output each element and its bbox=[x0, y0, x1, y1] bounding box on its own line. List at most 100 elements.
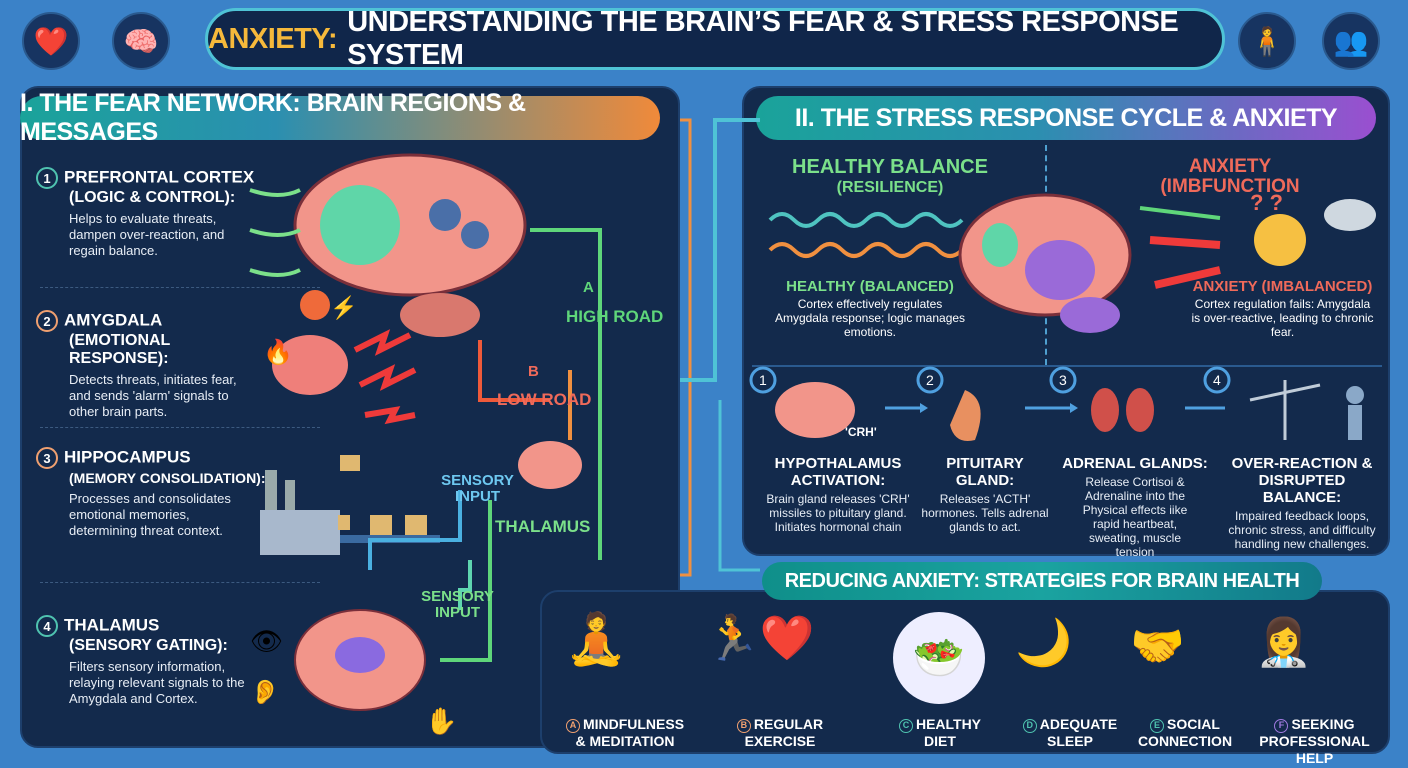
meditation-icon: 🧘 bbox=[565, 611, 628, 667]
brain-icon: 🧠 bbox=[112, 12, 170, 70]
food-plate-icon: 🥗 bbox=[893, 612, 985, 704]
crh-tag: 'CRH' bbox=[845, 425, 877, 439]
step-title: OVER-REACTION & DISRUPTED BALANCE: bbox=[1231, 455, 1373, 506]
strategy-letter: A bbox=[565, 718, 580, 733]
region-number: 3 bbox=[36, 447, 58, 469]
step-desc: Brain gland releases 'CRH' missiles to p… bbox=[766, 492, 910, 534]
strategy-line2: EXERCISE bbox=[744, 733, 816, 749]
region-sub: (SENSORY GATING): bbox=[69, 637, 228, 654]
healthy-heading: HEALTHY BALANCE bbox=[792, 156, 988, 178]
svg-text:🔥: 🔥 bbox=[263, 338, 293, 366]
region-name: THALAMUS bbox=[64, 615, 160, 635]
region-name: HIPPOCAMPUS bbox=[64, 447, 191, 467]
moon-clock-icon: 🌙 bbox=[1015, 616, 1073, 668]
region-desc: Processes and consolidates emotional mem… bbox=[69, 491, 231, 538]
region-sub: (LOGIC & CONTROL): bbox=[69, 189, 236, 206]
step-desc: Release Cortisoi & Adrenaline into the P… bbox=[1082, 475, 1188, 559]
anxiety-heading: ANXIETY (IMBFUNCTION bbox=[1160, 156, 1300, 197]
calming-arrows-icon bbox=[249, 188, 301, 277]
running-heart-icon: 🏃❤️ bbox=[705, 614, 815, 663]
sensory-input-label-1: SENSORY INPUT bbox=[441, 472, 514, 505]
fear-network-illustration: 🔥⚡ 👁👂✋ bbox=[249, 153, 602, 736]
strategy-letter: E bbox=[1150, 718, 1165, 733]
step-desc: Releases 'ACTH' hormones. Tells adrenal … bbox=[921, 492, 1049, 534]
scale-imbalance-icon bbox=[1249, 380, 1321, 440]
healthy-desc: Cortex effectively regulates Amygdala re… bbox=[774, 297, 966, 339]
healthy-label: HEALTHY (BALANCED) bbox=[786, 278, 954, 295]
svg-text:1: 1 bbox=[759, 372, 767, 388]
divider bbox=[40, 582, 320, 583]
svg-text:4: 4 bbox=[1213, 372, 1221, 388]
region-amygdala: 2 AMYGDALA (EMOTIONAL RESPONSE): Detects … bbox=[36, 310, 256, 420]
step-pituitary: PITUITARY GLAND:Releases 'ACTH' hormones… bbox=[920, 455, 1050, 534]
region-number: 1 bbox=[36, 167, 58, 189]
step-overreaction: OVER-REACTION & DISRUPTED BALANCE:Impair… bbox=[1222, 455, 1382, 551]
strategy-letter: D bbox=[1022, 718, 1037, 733]
strategy-line2: & MEDITATION bbox=[575, 733, 675, 749]
high-road-letter: A bbox=[583, 279, 594, 296]
region-number: 4 bbox=[36, 615, 58, 637]
step-title: ADRENAL GLANDS: bbox=[1062, 455, 1208, 472]
step-adrenal: ADRENAL GLANDS: Release Cortisoi & Adrena… bbox=[1060, 455, 1210, 559]
region-name: AMYGDALA bbox=[64, 310, 163, 330]
divider bbox=[40, 427, 320, 428]
strategy-line2: DIET bbox=[924, 733, 956, 749]
step-title: PITUITARY GLAND: bbox=[946, 455, 1024, 489]
strategy-line1: MINDFULNESS bbox=[582, 716, 685, 732]
title-highlight: ANXIETY: bbox=[208, 22, 338, 55]
senses-brain-icon: 👁 👂 ✋ bbox=[250, 609, 457, 736]
low-road-label: LOW ROAD bbox=[497, 390, 592, 409]
strategy-line1: SEEKING bbox=[1291, 716, 1355, 732]
pituitary-gland-icon bbox=[950, 390, 981, 441]
svg-text:? ?: ? ? bbox=[1250, 190, 1283, 215]
healthy-sub: (RESILIENCE) bbox=[836, 179, 944, 196]
region-sub: (EMOTIONAL RESPONSE): bbox=[69, 332, 171, 367]
high-road-label: HIGH ROAD bbox=[566, 307, 664, 326]
people-talking-icon: 🤝 bbox=[1130, 622, 1185, 671]
divider bbox=[40, 287, 320, 288]
ear-icon: 👂 bbox=[250, 678, 280, 706]
step-hypothalamus: HYPOTHALAMUS ACTIVATION:Brain gland rele… bbox=[763, 455, 913, 534]
hypothalamus-brain-icon bbox=[775, 382, 855, 438]
region-desc: Detects threats, initiates fear, and sen… bbox=[69, 372, 237, 419]
person-stress-icon: 🧍 bbox=[1238, 12, 1296, 70]
brain-cross-section-icon bbox=[958, 193, 1132, 333]
people-group-icon: 👥 bbox=[1322, 12, 1380, 70]
low-road-letter: B bbox=[528, 363, 539, 380]
alarm-signal-icon bbox=[353, 329, 417, 425]
strategy-line1: REGULAR bbox=[753, 716, 824, 732]
doctor-icon: 👩‍⚕️ bbox=[1255, 616, 1313, 668]
strategy-line1: ADEQUATE bbox=[1039, 716, 1118, 732]
svg-text:⚡: ⚡ bbox=[330, 295, 357, 321]
step-desc: Impaired feedback loops, chronic stress,… bbox=[1228, 509, 1376, 551]
strategy-line1: HEALTHY bbox=[915, 716, 982, 732]
angry-amygdala-icon: 🔥⚡ bbox=[263, 290, 357, 395]
strategy-letter: B bbox=[736, 718, 751, 733]
region-number: 2 bbox=[36, 310, 58, 332]
stress-cycle-title: II. THE STRESS RESPONSE CYCLE & ANXIETY bbox=[756, 96, 1376, 140]
eye-icon: 👁 bbox=[250, 626, 283, 656]
title-rest: UNDERSTANDING THE BRAIN’S FEAR & STRESS … bbox=[347, 6, 1179, 71]
fear-network-title: I. THE FEAR NETWORK: BRAIN REGIONS & MES… bbox=[20, 89, 660, 146]
page-title: ANXIETY: UNDERSTANDING THE BRAIN’S FEAR … bbox=[205, 6, 1225, 71]
anxiety-label: ANXIETY (IMBALANCED) bbox=[1192, 278, 1373, 295]
anxiety-desc: Cortex regulation fails: Amygdala is ove… bbox=[1191, 297, 1374, 339]
adrenal-glands-icon bbox=[1091, 388, 1154, 432]
strategy-letter: C bbox=[898, 718, 913, 733]
stressed-person-icon bbox=[1346, 386, 1364, 404]
connector-lines bbox=[680, 118, 760, 577]
region-desc: Helps to evaluate threats, dampen over-r… bbox=[69, 211, 225, 258]
region-desc: Filters sensory information, relaying re… bbox=[69, 659, 245, 706]
strategy-line1: SOCIAL bbox=[1167, 716, 1220, 732]
svg-text:2: 2 bbox=[926, 372, 934, 388]
hand-icon: ✋ bbox=[425, 706, 457, 736]
prefrontal-brain-icon bbox=[293, 153, 527, 337]
worried-face-icon bbox=[1254, 214, 1306, 266]
